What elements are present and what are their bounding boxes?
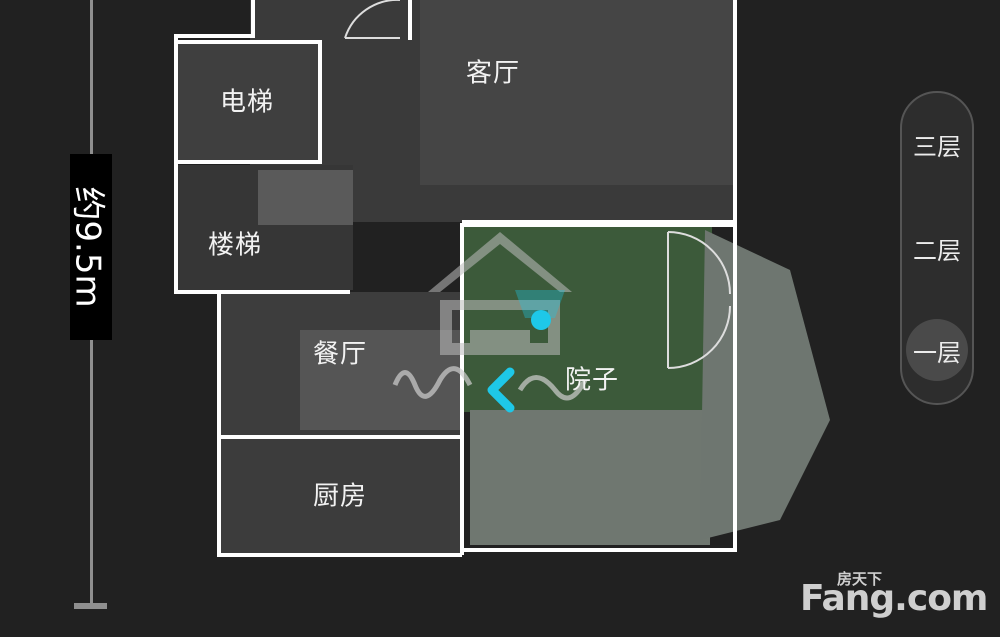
living-room-shadow [420, 0, 735, 185]
courtyard-debris [700, 230, 830, 540]
floor-button-2[interactable]: 二层 [913, 236, 961, 265]
door-top [344, 0, 400, 39]
position-marker-icon[interactable] [515, 290, 565, 330]
door-courtyard-2 [667, 305, 731, 369]
direction-chevron-icon[interactable] [487, 367, 515, 413]
floor-button-3[interactable]: 三层 [913, 132, 961, 161]
ruler-end-cap [74, 603, 107, 609]
wall-top-left [174, 0, 350, 294]
wall-courtyard [460, 223, 737, 555]
room-label-courtyard: 院子 [564, 365, 620, 396]
room-label-kitchen: 厨房 [312, 481, 368, 512]
wall-elevator [176, 40, 322, 164]
elevator-floor [178, 42, 318, 162]
walls [174, 0, 737, 557]
floor-selector: 三层 二层 一层 [900, 91, 974, 405]
wall-living-room [462, 0, 737, 224]
floor-textures [178, 0, 830, 553]
watermark-brand-small: 房天下 [837, 570, 883, 588]
courtyard-stone [470, 410, 710, 545]
room-label-elevator: 电梯 [219, 87, 275, 118]
room-label-living-room: 客厅 [465, 58, 521, 89]
room-label-stairs: 楼梯 [207, 230, 263, 261]
dining-light [300, 330, 460, 430]
ruler-measurement: 约9.5m [67, 186, 108, 308]
door-courtyard-1 [667, 231, 731, 295]
wall-west-lower [217, 294, 462, 557]
house-logo-icon [428, 232, 572, 355]
doors [344, 0, 731, 369]
watermark-brand: Fang.com [800, 578, 988, 619]
floor-button-1[interactable]: 一层 [906, 319, 968, 381]
stairs-steps [258, 170, 353, 225]
ruler-label-box [70, 154, 112, 340]
brand-scribble [392, 366, 588, 401]
room-label-dining-room: 餐厅 [312, 339, 368, 370]
kitchen-floor [221, 438, 461, 553]
